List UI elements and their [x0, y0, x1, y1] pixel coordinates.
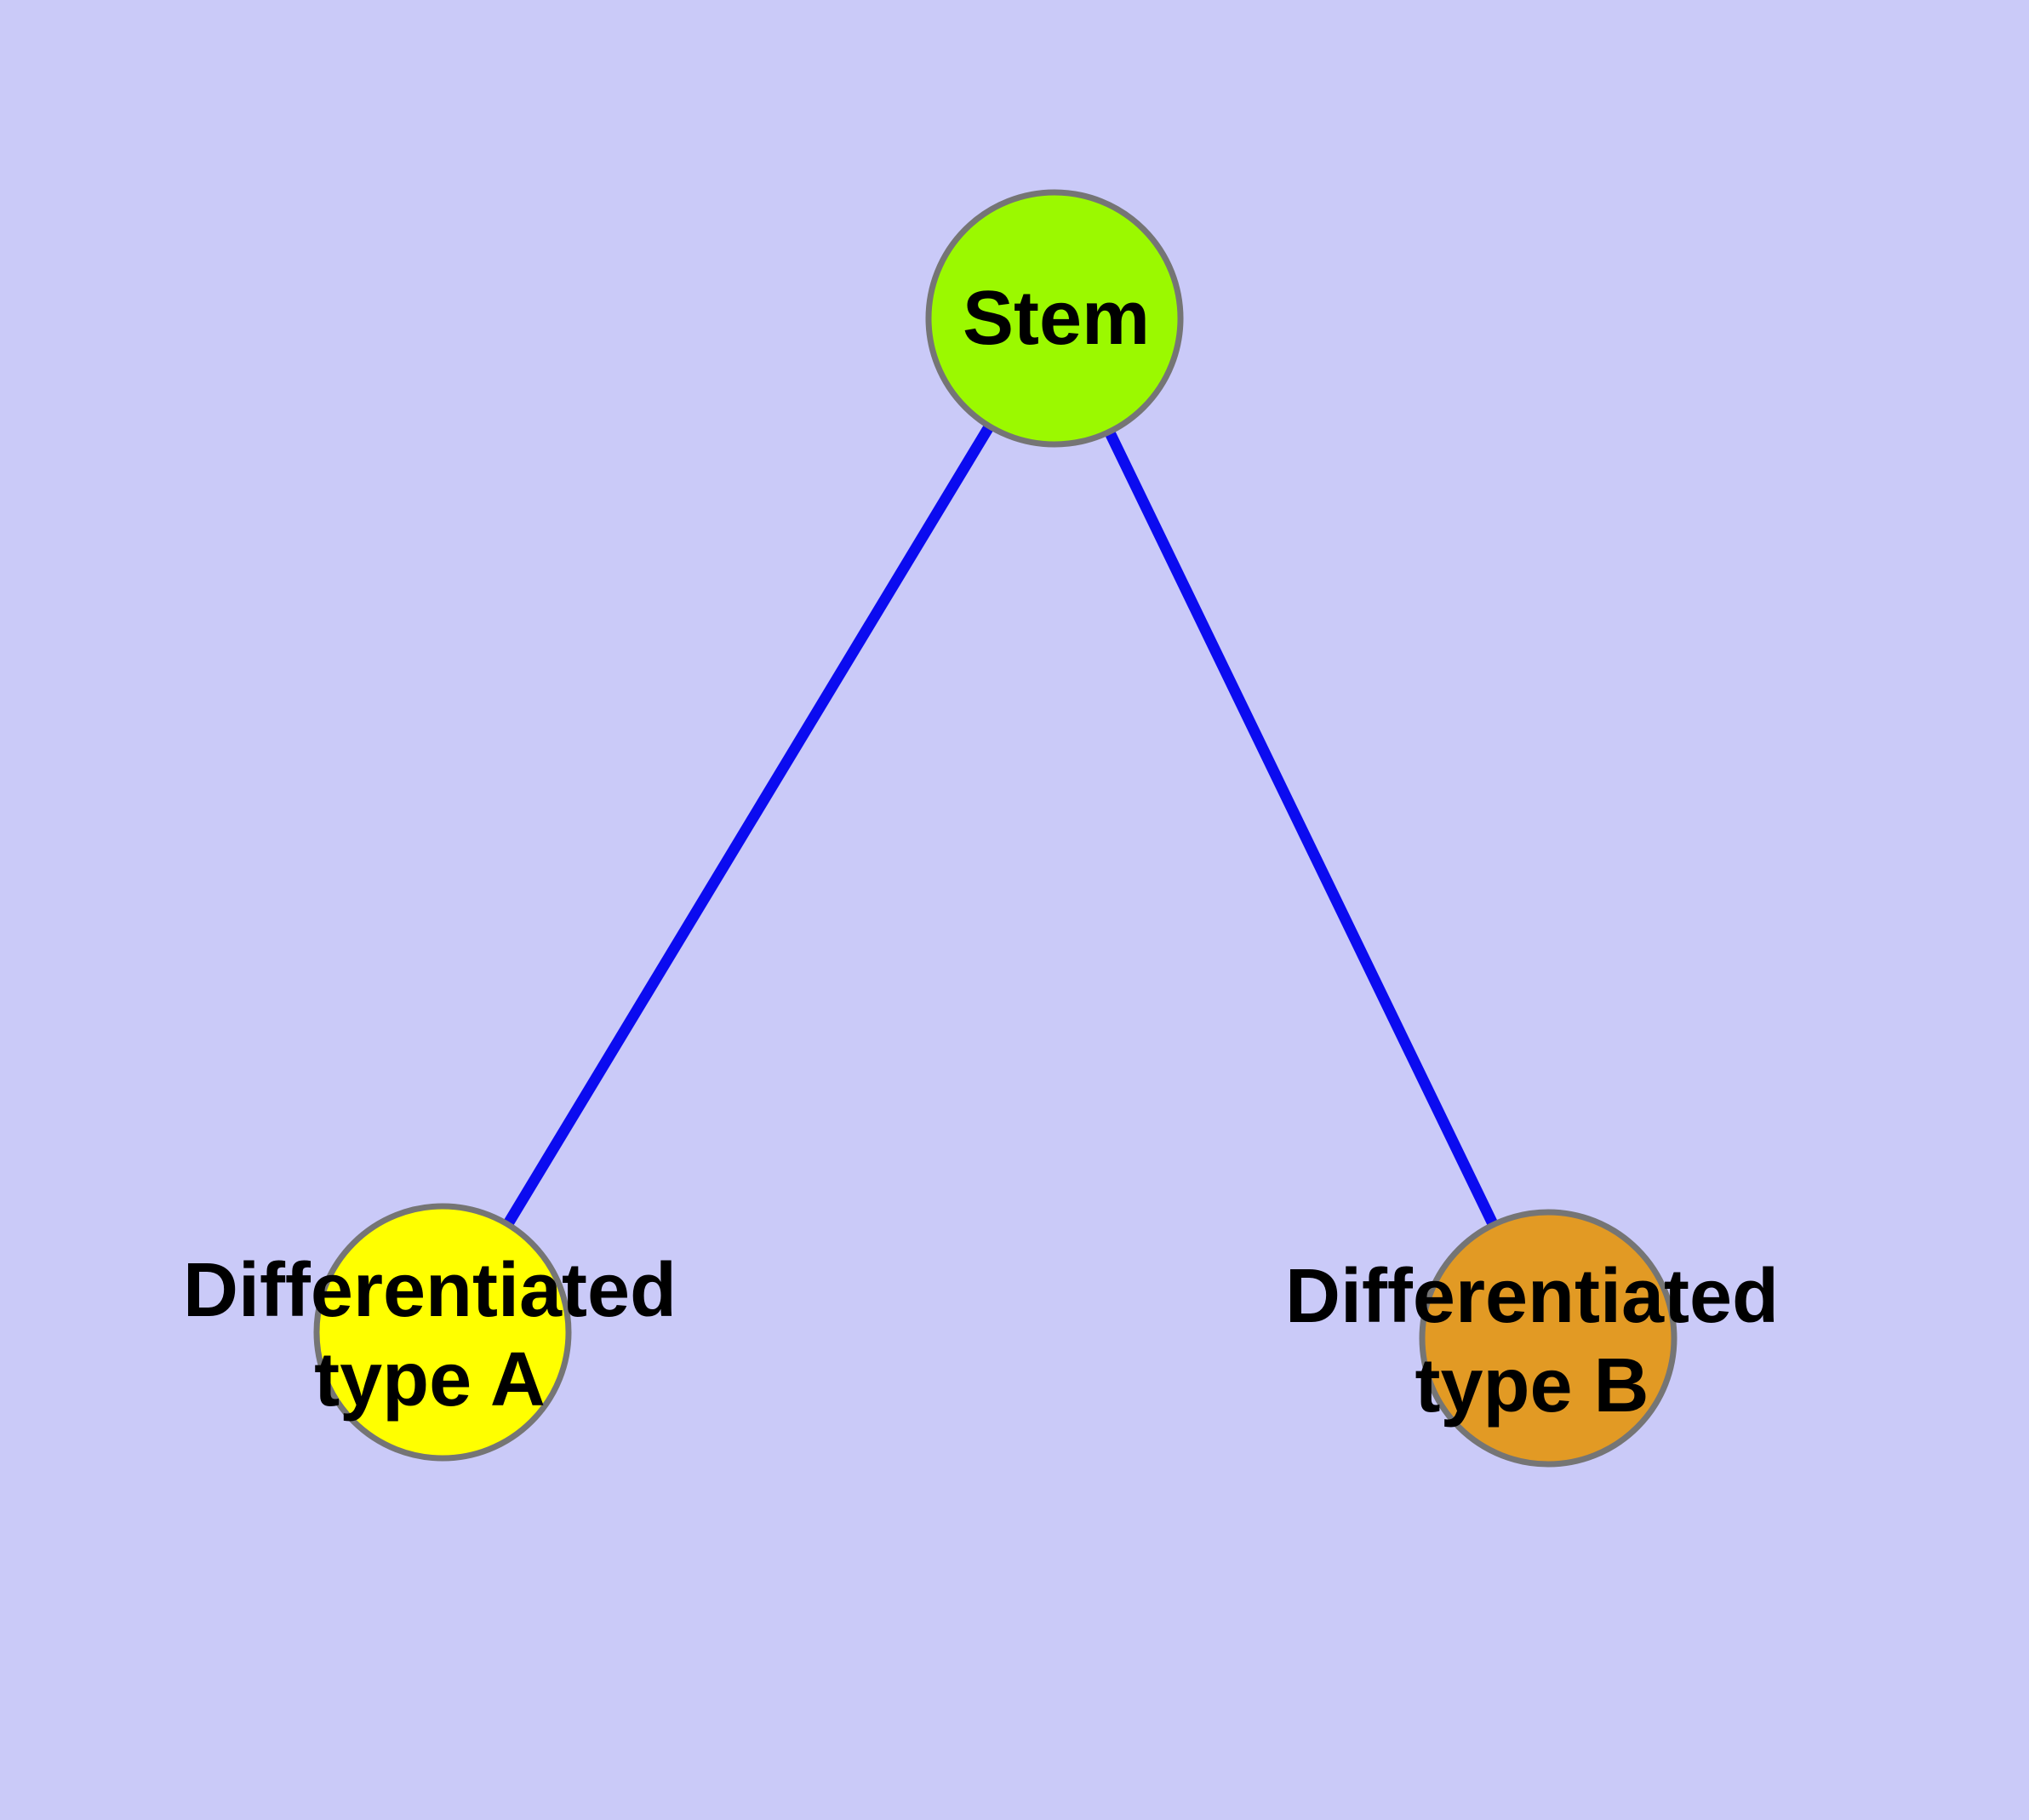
- node-stem: [925, 189, 1184, 448]
- node-type-a-label-line2: type A: [314, 1337, 546, 1422]
- node-differentiated-type-a: [313, 1203, 572, 1462]
- node-differentiated-type-b: [1419, 1209, 1677, 1468]
- node-type-a-label-line1: Differentiated: [183, 1248, 677, 1333]
- edge-stem-to-type-b: [1049, 316, 1553, 1341]
- node-stem-label: Stem: [963, 276, 1150, 361]
- node-type-b-label-line1: Differentiated: [1285, 1254, 1779, 1339]
- edge-stem-to-type-a: [437, 315, 1060, 1336]
- node-type-b-label-line2: type B: [1415, 1343, 1649, 1428]
